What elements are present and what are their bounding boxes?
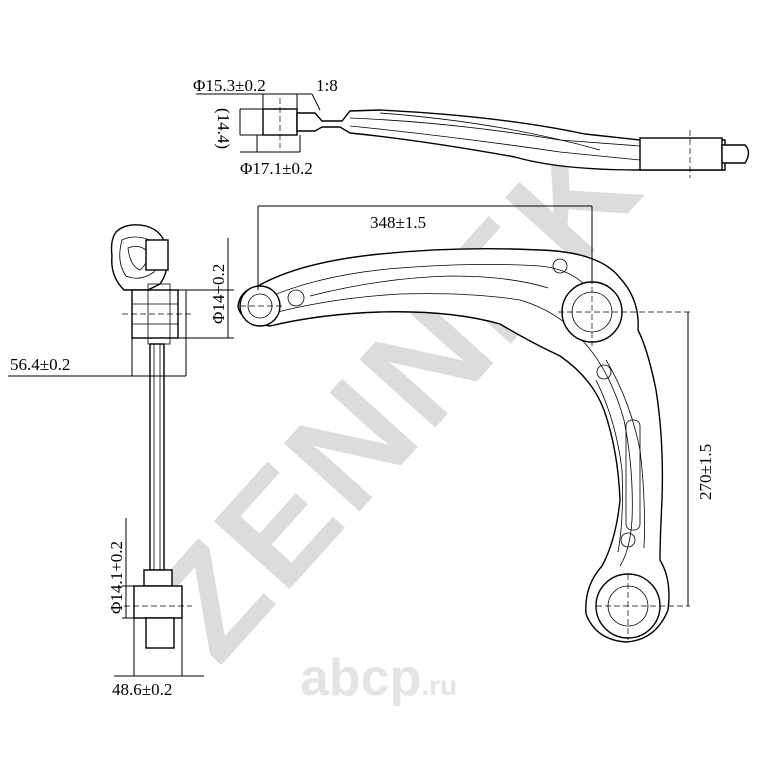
abcp-logo: abcp.ru xyxy=(300,649,457,707)
dim-56-4: 56.4±0.2 xyxy=(10,355,70,374)
dim-48-6: 48.6±0.2 xyxy=(112,680,172,699)
top-ball-joint xyxy=(639,137,723,171)
dim-phi-15-3: Φ15.3±0.2 xyxy=(193,76,266,95)
abcp-logo-text: abcp.ru xyxy=(300,649,457,707)
dim-ratio: 1:8 xyxy=(316,76,338,95)
top-arm-profile xyxy=(296,109,726,171)
side-shaft xyxy=(149,343,165,571)
dim-14-4: (14.4) xyxy=(214,108,233,149)
side-view: 56.4±0.2 Φ14+0.2 Φ14.1+0.2 48.6±0.2 xyxy=(8,224,234,699)
dim-phi-14: Φ14+0.2 xyxy=(209,264,228,324)
top-view: Φ15.3±0.2 1:8 (14.4) Φ17.1±0.2 xyxy=(193,76,750,178)
dim-phi-14-1: Φ14.1+0.2 xyxy=(107,541,126,614)
control-arm-outline xyxy=(237,247,670,643)
main-view: 348±1.5 270±1.5 xyxy=(237,205,715,643)
dim-phi-17-1: Φ17.1±0.2 xyxy=(240,159,313,178)
dim-270: 270±1.5 xyxy=(696,444,715,500)
dim-348: 348±1.5 xyxy=(370,213,426,232)
side-bottom-bushing xyxy=(133,585,183,619)
